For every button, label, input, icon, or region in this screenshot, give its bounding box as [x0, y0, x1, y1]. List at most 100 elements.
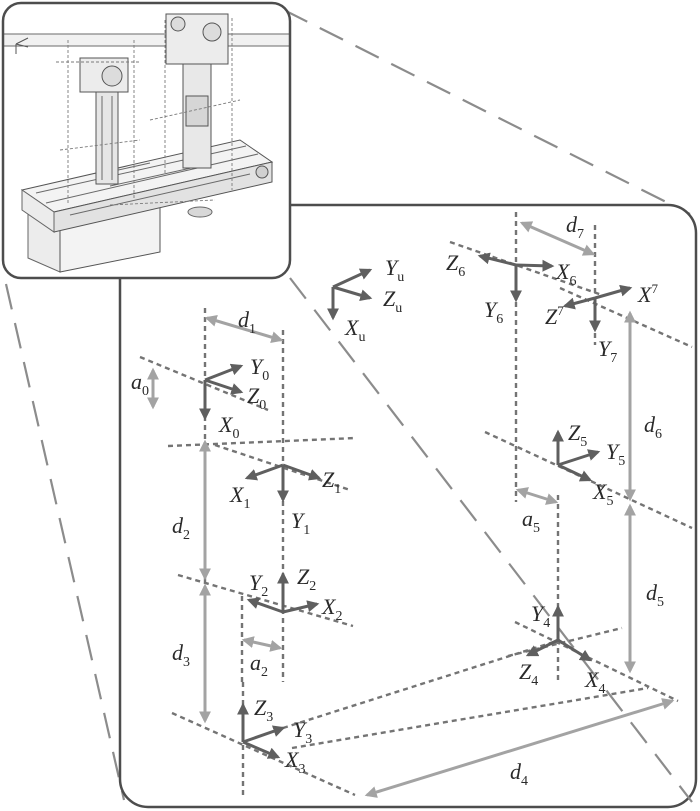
- overview-inset: [1, 1, 292, 280]
- support-cylinder: [187, 206, 213, 218]
- label-base: Z: [247, 383, 260, 408]
- label-subscript: 1: [303, 523, 310, 538]
- y-5-axis-arrow: [557, 449, 601, 467]
- conveyor-rail: [45, 153, 259, 204]
- label-subscript: 4: [531, 674, 538, 689]
- label-y-3: Y3: [293, 717, 312, 747]
- label-subscript: 5: [580, 435, 587, 450]
- label-base: Z: [297, 564, 310, 589]
- label-subscript: u: [358, 330, 365, 345]
- inset-guide-line: [149, 99, 241, 121]
- label-base: Y: [385, 255, 400, 280]
- label-a5: a5: [522, 506, 540, 536]
- d1-dimension-arrow: [204, 314, 284, 344]
- label-subscript: 1: [243, 497, 250, 512]
- x-7-axis-arrow: [594, 284, 633, 300]
- inset-frame-axis: [15, 37, 29, 45]
- label-y-0: Y0: [250, 354, 269, 384]
- label-a0: a0: [131, 369, 149, 399]
- label-z-0: Z0: [247, 383, 266, 413]
- wall-band: [3, 34, 290, 46]
- label-superscript: 7: [557, 303, 564, 318]
- label-base: Z: [568, 420, 581, 445]
- label-subscript: u: [397, 270, 404, 285]
- label-z-6: Z6: [446, 250, 465, 280]
- inset-guide-line: [59, 139, 141, 151]
- label-subscript: 2: [261, 585, 268, 600]
- label-superscript: 7: [651, 281, 658, 296]
- conveyor-roller: [255, 165, 269, 179]
- frame-7: [562, 284, 633, 333]
- label-subscript: 5: [618, 454, 625, 469]
- label-subscript: 6: [569, 274, 576, 289]
- label-base: X: [284, 747, 300, 772]
- frame-4: [525, 604, 593, 662]
- label-x-2: X2: [321, 594, 342, 624]
- label-base: Z: [519, 659, 532, 684]
- label-z-5: Z5: [568, 420, 587, 450]
- label-base: Y: [250, 354, 265, 379]
- right-carriage: [185, 95, 209, 127]
- label-base: X: [555, 259, 571, 284]
- label-y-4: Y4: [531, 601, 550, 631]
- a5-dimension-arrow: [515, 487, 559, 505]
- label-subscript: 5: [533, 521, 540, 536]
- label-base: d: [566, 212, 578, 237]
- x-2-axis-arrow: [282, 600, 320, 614]
- label-x-6: X6: [555, 259, 576, 289]
- label-subscript: 3: [183, 655, 190, 670]
- label-base: Z: [254, 695, 267, 720]
- label-base: d: [172, 640, 184, 665]
- y-0-axis-arrow: [204, 363, 244, 382]
- frame-0: [199, 363, 244, 421]
- y-u-axis-arrow: [332, 268, 373, 289]
- left-motor: [101, 65, 123, 87]
- label-y-1: Y1: [291, 508, 310, 538]
- zoom-connector-top: [283, 9, 691, 215]
- label-x-u: Xu: [344, 315, 365, 345]
- label-d2: d2: [172, 513, 190, 543]
- label-base: d: [172, 513, 184, 538]
- label-subscript: 0: [262, 369, 269, 384]
- label-base: d: [510, 759, 522, 784]
- label-subscript: 1: [249, 322, 256, 337]
- label-base: a: [522, 506, 533, 531]
- left-column: [95, 91, 119, 185]
- frame-2: [246, 571, 320, 614]
- label-base: Z: [545, 304, 558, 329]
- label-z-u: Zu: [383, 286, 402, 316]
- label-base: Z: [322, 467, 335, 492]
- z-7-axis-arrow: [562, 296, 596, 310]
- label-base: a: [250, 650, 261, 675]
- inset-guide-line: [109, 199, 216, 206]
- guide-line: [484, 430, 693, 530]
- conveyor-end: [21, 189, 55, 233]
- label-d4: d4: [510, 759, 528, 789]
- label-base: X: [321, 594, 337, 619]
- label-base: X: [344, 315, 360, 340]
- label-subscript: 0: [232, 427, 239, 442]
- label-subscript: 4: [598, 682, 605, 697]
- label-base: d: [238, 307, 250, 332]
- label-d6: d6: [644, 412, 662, 442]
- label-subscript: 6: [496, 312, 503, 327]
- label-base: d: [646, 580, 658, 605]
- label-subscript: 3: [305, 732, 312, 747]
- label-x-3: X3: [284, 747, 305, 777]
- guide-line: [282, 638, 561, 730]
- x-5-axis-arrow: [557, 463, 593, 482]
- label-base: Y: [249, 570, 264, 595]
- conveyor-slot: [109, 165, 201, 187]
- label-subscript: 2: [261, 665, 268, 680]
- label-subscript: 5: [657, 595, 664, 610]
- label-subscript: 2: [335, 609, 342, 624]
- label-base: Z: [446, 250, 459, 275]
- label-subscript: 5: [606, 494, 613, 509]
- label-subscript: u: [395, 301, 402, 316]
- z-6-axis-arrow: [477, 252, 517, 267]
- y-3-axis-arrow: [242, 725, 286, 744]
- frame-5: [552, 429, 601, 482]
- x-3-axis-arrow: [242, 740, 281, 759]
- label-base: Y: [606, 439, 621, 464]
- label-subscript: 0: [142, 384, 149, 399]
